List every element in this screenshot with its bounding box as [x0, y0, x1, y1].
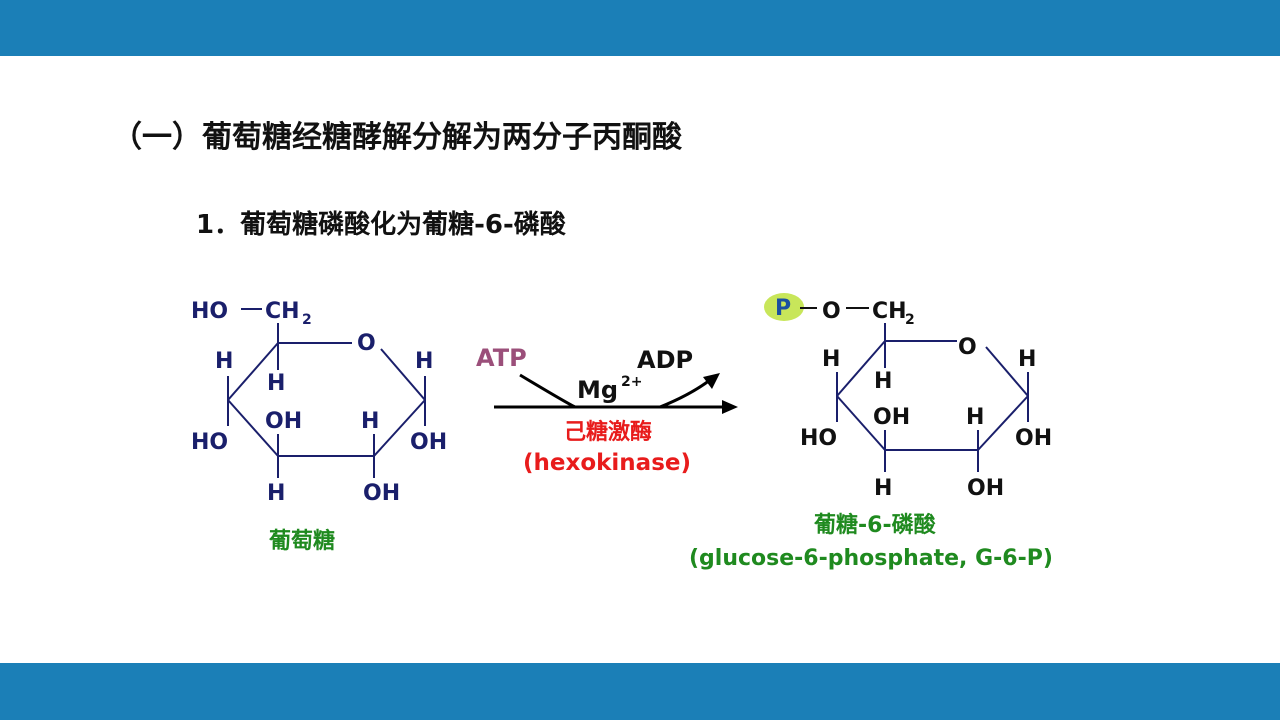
- adp-arrow-head: [703, 373, 720, 389]
- glucose-ring-oxygen: O: [357, 331, 376, 356]
- glucose-h-bottom: H: [267, 481, 285, 506]
- glucose-h-c5: H: [267, 371, 285, 396]
- mg-charge-superscript: 2+: [621, 374, 642, 390]
- glucose-name: 葡萄糖: [268, 528, 335, 554]
- glucose-ch-label: CH: [265, 299, 300, 324]
- section-heading: 1．葡萄糖磷酸化为葡糖-6-磷酸: [196, 210, 566, 240]
- g6p-h-c2: H: [966, 405, 984, 430]
- phosphate-highlight: [764, 293, 804, 321]
- slide-title: （一）葡萄糖经糖酵解分解为两分子丙酮酸: [112, 120, 682, 155]
- glucose-oh-bottom: OH: [363, 481, 400, 506]
- glucose-ho-label: HO: [191, 299, 228, 324]
- glucose-structure: HO CH 2 O H H H HO OH H OH H OH 葡萄糖: [191, 299, 447, 554]
- reaction-arrow-group: ATP ADP Mg 2+ 己糖激酶 (hexokinase): [476, 344, 738, 476]
- g6p-h-left: H: [822, 347, 840, 372]
- g6p-h-right: H: [1018, 347, 1036, 372]
- g6p-h-c5: H: [874, 369, 892, 394]
- glucose-ho-left: HO: [191, 430, 228, 455]
- glucose-oh-right: OH: [410, 430, 447, 455]
- g6p-name-en: (glucose-6-phosphate, G-6-P): [689, 546, 1053, 571]
- glucose-ring-bonds: [227, 308, 426, 478]
- mg-cofactor-label: Mg: [577, 376, 618, 404]
- top-banner: [0, 0, 1280, 56]
- bottom-banner: [0, 663, 1280, 720]
- g6p-ho-left: HO: [800, 426, 837, 451]
- g6p-ch-label: CH: [872, 299, 907, 324]
- g6p-oh-c3: OH: [873, 405, 910, 430]
- glucose-h-c2: H: [361, 409, 379, 434]
- adp-output-curve: [659, 378, 711, 409]
- glucose-h-right: H: [415, 349, 433, 374]
- g6p-ring-bonds: [836, 323, 1029, 472]
- main-arrow-head: [722, 400, 738, 414]
- glucose-oh-c3: OH: [265, 409, 302, 434]
- g6p-structure: P O CH 2 O H H H HO OH H OH H OH 葡糖-6-磷酸…: [689, 293, 1053, 571]
- g6p-ring-oxygen: O: [958, 335, 977, 360]
- phosphate-p-label: P: [775, 296, 791, 321]
- g6p-h-bottom: H: [874, 476, 892, 501]
- g6p-ch-subscript: 2: [905, 312, 915, 328]
- glucose-ch-subscript: 2: [302, 312, 312, 328]
- g6p-linking-oxygen: O: [822, 299, 841, 324]
- glucose-h-left: H: [215, 349, 233, 374]
- g6p-name-cn: 葡糖-6-磷酸: [813, 512, 937, 538]
- adp-label: ADP: [637, 346, 693, 374]
- g6p-oh-bottom: OH: [967, 476, 1004, 501]
- enzyme-name-en: (hexokinase): [523, 450, 691, 476]
- enzyme-name-cn: 己糖激酶: [564, 419, 652, 445]
- atp-input-curve: [519, 373, 576, 409]
- g6p-oh-right: OH: [1015, 426, 1052, 451]
- atp-label: ATP: [476, 344, 527, 372]
